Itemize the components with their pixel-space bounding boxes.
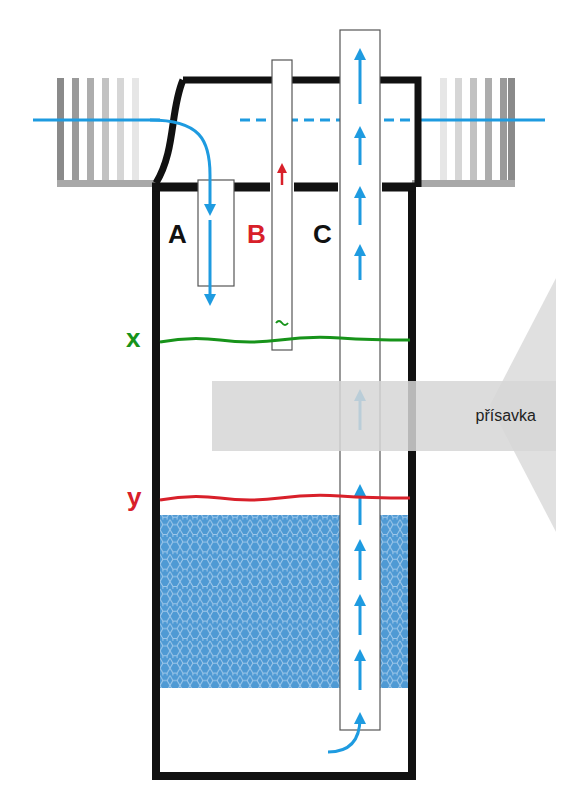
pipe-a: [198, 180, 234, 286]
suction-cup-shape: [212, 278, 556, 532]
level-x: [160, 337, 410, 342]
part-letter: y: [127, 484, 141, 510]
part-letter: B: [247, 221, 266, 247]
flow-arrow: [209, 220, 212, 300]
comb-left: [57, 78, 157, 187]
water-level: [418, 119, 545, 122]
pipe-b: [272, 60, 292, 350]
pipe-c: [340, 30, 380, 730]
water-level-inside: [240, 119, 418, 122]
suction-cup-band: přísavka: [212, 278, 556, 532]
flow-arrow: [150, 120, 210, 210]
air-arrow: [281, 168, 284, 185]
part-label: přísavka: [476, 406, 536, 425]
water-level: [33, 119, 160, 122]
part-letter: A: [168, 221, 187, 247]
comb-right: [412, 78, 515, 187]
level-y: [160, 495, 410, 500]
part-letter: x: [126, 325, 140, 351]
water-surface-b: [276, 321, 288, 325]
part-letter: C: [313, 221, 332, 247]
